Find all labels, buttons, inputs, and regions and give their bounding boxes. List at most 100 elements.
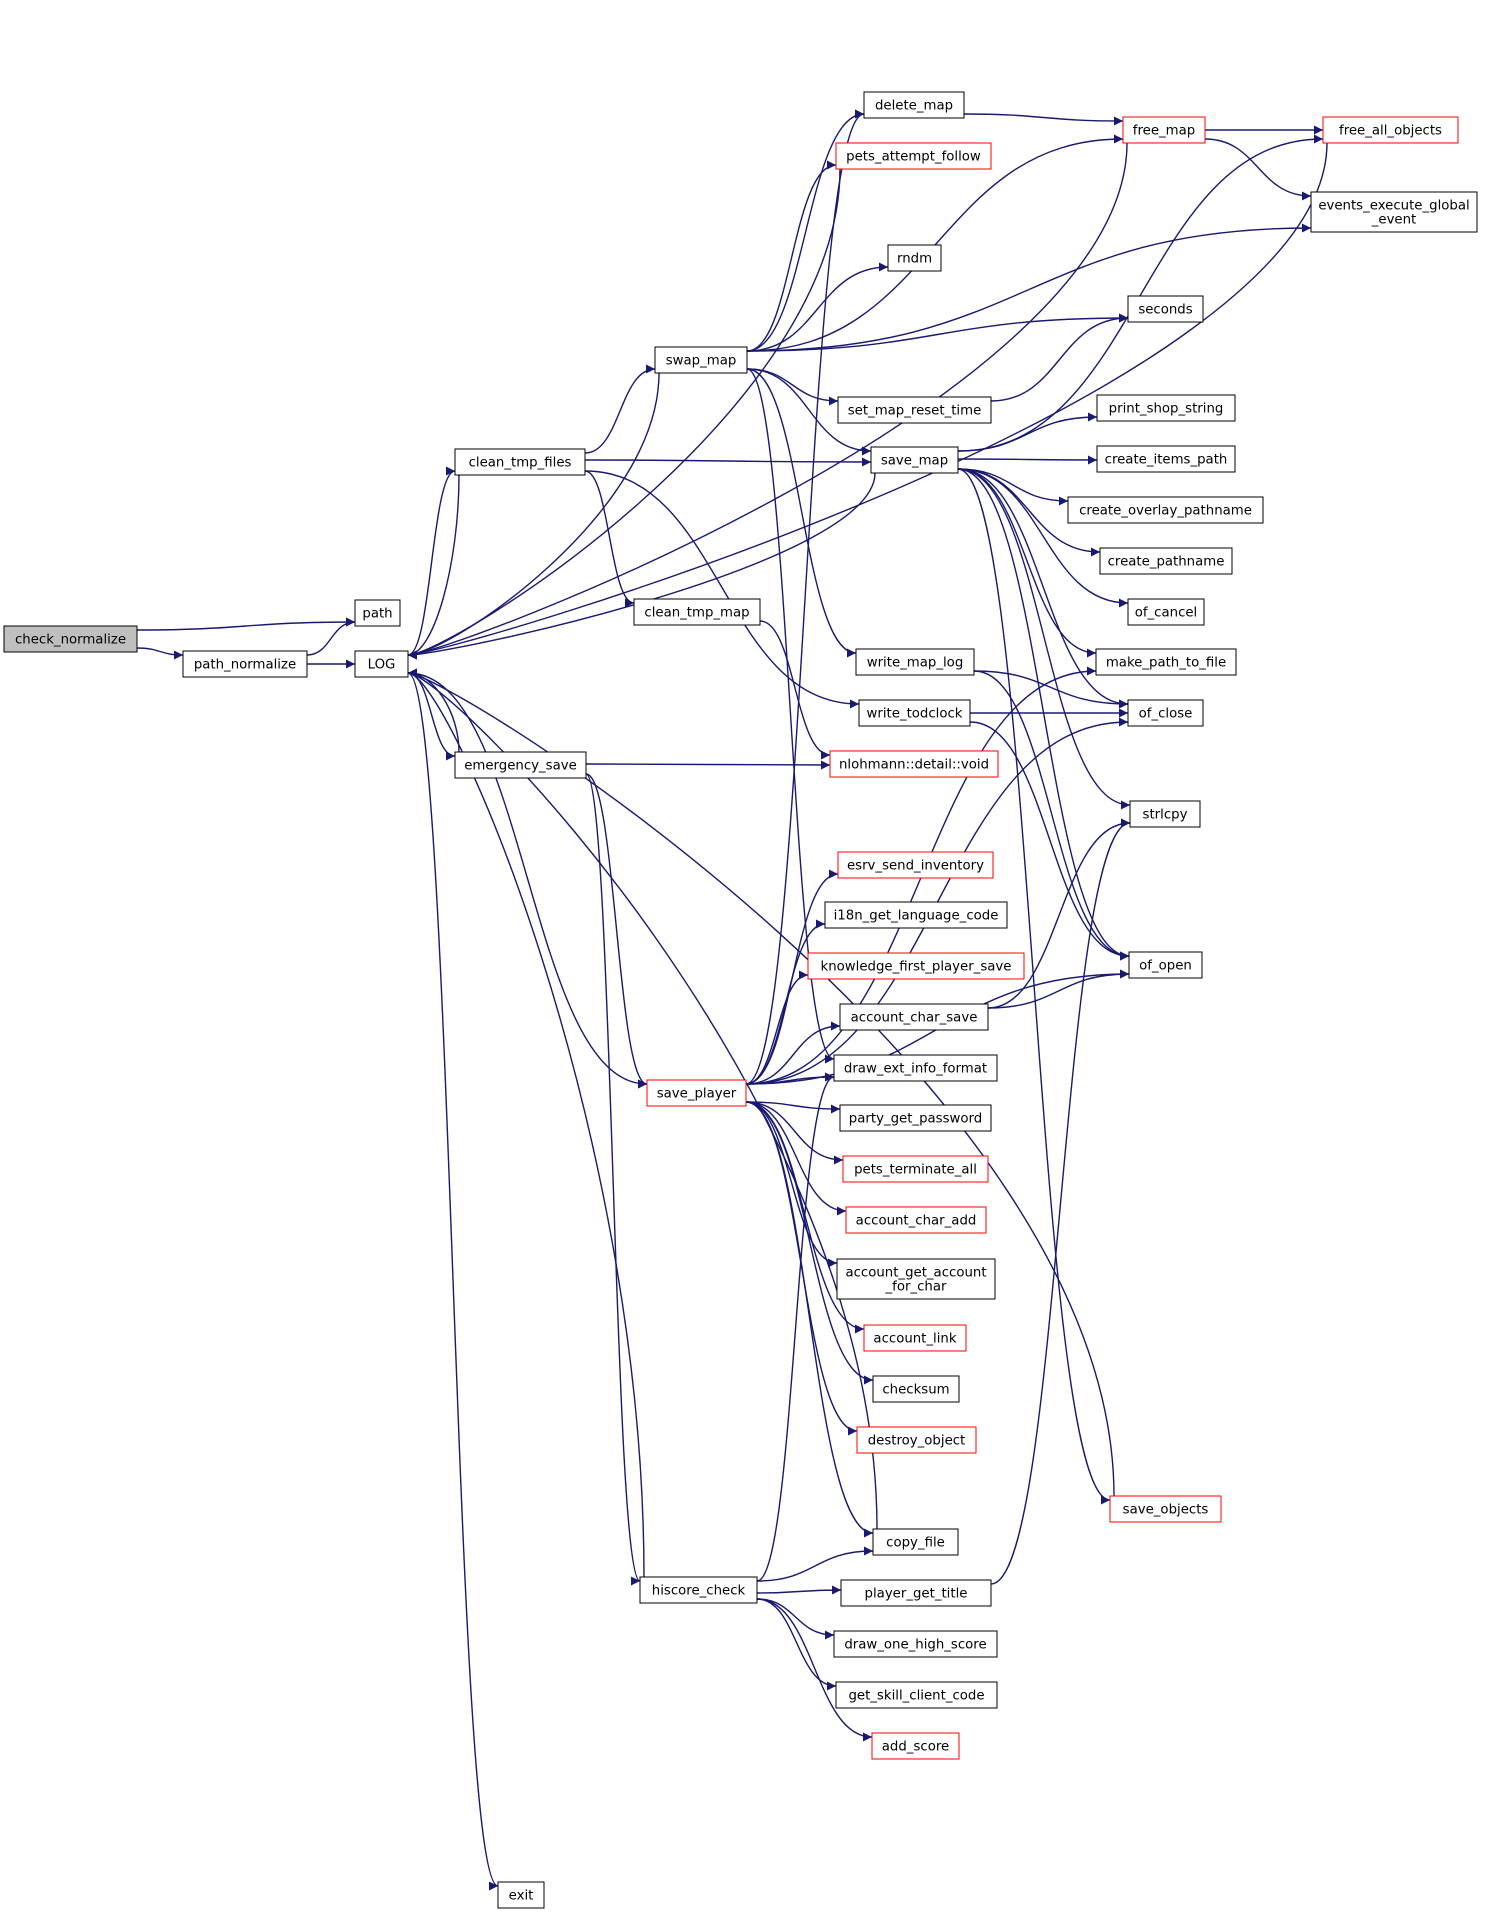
node-label: account_char_save <box>851 1011 978 1026</box>
node-label: add_score <box>882 1740 949 1755</box>
edge-log-to-save-player <box>407 672 648 1089</box>
node-label: write_todclock <box>866 707 962 722</box>
node-label: player_get_title <box>865 1587 968 1602</box>
edge-clean-tmp-files-to-swap-map <box>584 364 656 454</box>
node-hiscore-check[interactable]: hiscore_check <box>639 1576 758 1604</box>
node-delete-map[interactable]: delete_map <box>863 91 965 119</box>
node-label: save_map <box>881 454 948 469</box>
node-player-get-title[interactable]: player_get_title <box>840 1579 992 1607</box>
node-box <box>654 346 748 374</box>
node-label: exit <box>509 1889 534 1904</box>
node-label: free_map <box>1133 124 1195 139</box>
node-write-map-log[interactable]: write_map_log <box>855 648 975 676</box>
node-account-get-account-for-char[interactable]: account_get_account_for_char <box>836 1258 996 1300</box>
node-label: pets_terminate_all <box>854 1163 977 1178</box>
node-create-pathname[interactable]: create_pathname <box>1099 547 1233 575</box>
node-set-map-reset-time[interactable]: set_map_reset_time <box>837 396 992 424</box>
edge-emergency-save-to-hiscore-check <box>585 773 641 1586</box>
node-label: of_open <box>1139 959 1192 974</box>
node-box <box>807 952 1025 980</box>
node-pets-attempt-follow[interactable]: pets_attempt_follow <box>835 142 992 170</box>
node-knowledge-first-player-save[interactable]: knowledge_first_player_save <box>807 952 1025 980</box>
node-events-execute-global-event[interactable]: events_execute_global_event <box>1310 191 1478 233</box>
node-path[interactable]: path <box>354 599 401 627</box>
node-box <box>182 650 308 678</box>
node-destroy-object[interactable]: destroy_object <box>856 1426 977 1454</box>
node-make-path-to-file[interactable]: make_path_to_file <box>1095 648 1237 676</box>
edge-save-map-to-of-cancel <box>957 468 1129 608</box>
node-clean-tmp-files[interactable]: clean_tmp_files <box>454 448 586 476</box>
node-check-normalize[interactable]: check_normalize <box>3 625 138 653</box>
node-pets-terminate-all[interactable]: pets_terminate_all <box>842 1155 989 1183</box>
node-box <box>1127 598 1205 626</box>
node-log[interactable]: LOG <box>354 650 409 678</box>
node-label: create_items_path <box>1105 453 1228 468</box>
edge-save-map-to-save-objects <box>957 468 1111 1505</box>
node-path-normalize[interactable]: path_normalize <box>182 650 308 678</box>
node-save-map[interactable]: save_map <box>870 446 959 474</box>
node-save-player[interactable]: save_player <box>646 1079 747 1107</box>
node-clean-tmp-map[interactable]: clean_tmp_map <box>633 598 761 626</box>
edge-save-objects-to-log <box>407 668 1115 1497</box>
edge-check-normalize-to-path-normalize <box>136 647 184 660</box>
node-seconds[interactable]: seconds <box>1127 295 1204 323</box>
node-create-items-path[interactable]: create_items_path <box>1096 445 1236 473</box>
node-free-map[interactable]: free_map <box>1122 116 1206 144</box>
node-of-open[interactable]: of_open <box>1128 951 1203 979</box>
node-box <box>1095 648 1237 676</box>
node-label: events_execute_global <box>1318 199 1469 214</box>
edge-account-char-save-to-of-open <box>987 969 1130 1009</box>
node-rndm[interactable]: rndm <box>887 244 942 272</box>
node-label: path_normalize <box>194 658 296 673</box>
node-draw-ext-info-format[interactable]: draw_ext_info_format <box>833 1054 998 1082</box>
node-box <box>871 1732 960 1760</box>
node-box <box>1099 547 1233 575</box>
node-box <box>454 751 587 779</box>
edge-save-player-to-account-char-add <box>745 1101 847 1216</box>
node-box <box>1127 295 1204 323</box>
node-checksum[interactable]: checksum <box>872 1375 960 1403</box>
edge-swap-map-to-pets-attempt-follow <box>746 160 837 352</box>
edge-check-normalize-to-path <box>136 617 356 631</box>
node-label: strlcpy <box>1143 808 1188 823</box>
node-copy-file[interactable]: copy_file <box>872 1528 959 1556</box>
edge-delete-map-to-free-map <box>963 113 1124 126</box>
node-label: delete_map <box>875 99 953 114</box>
node-label: write_map_log <box>867 656 964 671</box>
edge-hiscore-check-to-player-get-title <box>756 1585 842 1595</box>
node-of-cancel[interactable]: of_cancel <box>1127 598 1205 626</box>
node-emergency-save[interactable]: emergency_save <box>454 751 587 779</box>
edges-layer <box>136 109 1328 1891</box>
node-label: save_player <box>657 1087 737 1102</box>
node-box <box>835 1681 998 1709</box>
node-account-char-add[interactable]: account_char_add <box>845 1206 987 1234</box>
node-create-overlay-pathname[interactable]: create_overlay_pathname <box>1067 496 1264 524</box>
node-box <box>1067 496 1264 524</box>
node-exit[interactable]: exit <box>497 1881 545 1909</box>
node-swap-map[interactable]: swap_map <box>654 346 748 374</box>
edge-log-to-clean-tmp-files <box>407 466 456 656</box>
node-label: seconds <box>1138 303 1192 318</box>
node-label: party_get_password <box>849 1112 982 1127</box>
node-free-all-objects[interactable]: free_all_objects <box>1322 116 1459 144</box>
node-print-shop-string[interactable]: print_shop_string <box>1096 394 1236 422</box>
node-esrv-send-inventory[interactable]: esrv_send_inventory <box>837 851 994 879</box>
node-write-todclock[interactable]: write_todclock <box>858 699 971 727</box>
node-save-objects[interactable]: save_objects <box>1109 1495 1222 1523</box>
node-draw-one-high-score[interactable]: draw_one_high_score <box>833 1630 998 1658</box>
node-party-get-password[interactable]: party_get_password <box>839 1104 992 1132</box>
node-add-score[interactable]: add_score <box>871 1732 960 1760</box>
node-get-skill-client-code[interactable]: get_skill_client_code <box>835 1681 998 1709</box>
edge-save-player-to-delete-map <box>745 109 865 1085</box>
node-account-char-save[interactable]: account_char_save <box>839 1003 989 1031</box>
edge-save-player-to-party-get-password <box>745 1101 841 1114</box>
node-label: LOG <box>368 658 396 673</box>
node-box <box>1096 394 1236 422</box>
node-i18n-get-language-code[interactable]: i18n_get_language_code <box>824 901 1008 929</box>
node-of-close[interactable]: of_close <box>1127 699 1204 727</box>
node-nlohmann-void[interactable]: nlohmann::detail::void <box>829 750 999 778</box>
node-strlcpy[interactable]: strlcpy <box>1129 800 1201 828</box>
node-box <box>837 851 994 879</box>
node-account-link[interactable]: account_link <box>863 1324 967 1352</box>
